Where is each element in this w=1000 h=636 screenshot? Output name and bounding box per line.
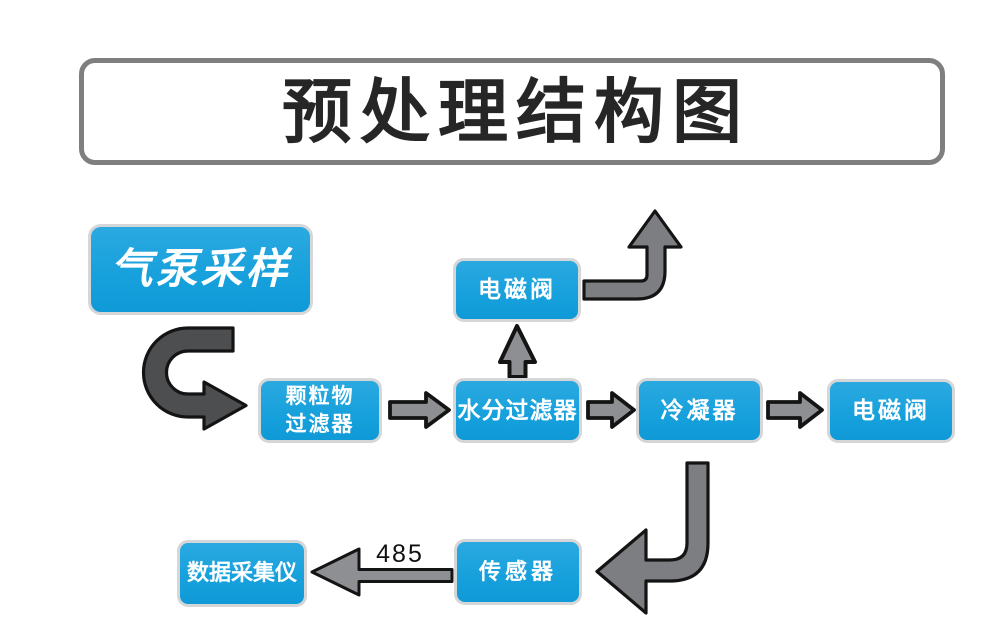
node-sensor: 传感器 [454, 539, 582, 605]
node-label: 水分过滤器 [457, 396, 578, 423]
arrow-sensor-to-collector-icon [310, 547, 454, 597]
node-solenoid-valve-top: 电磁阀 [453, 258, 581, 322]
node-label-line1: 颗粒物 [285, 385, 355, 409]
rs485-link-label: 485 [376, 540, 424, 568]
node-air-pump-sampling: 气泵采样 [88, 224, 313, 315]
node-data-collector: 数据采集仪 [177, 540, 307, 607]
arrow-pump-to-particulate-icon [141, 326, 248, 431]
node-label: 冷凝器 [660, 396, 739, 423]
page-title: 预处理结构图 [282, 72, 750, 151]
node-condenser: 冷凝器 [636, 378, 763, 443]
node-solenoid-valve-right: 电磁阀 [827, 379, 955, 443]
arrow-moisture-to-solenoid-icon [498, 324, 537, 379]
node-label-line2: 过滤器 [285, 412, 355, 436]
node-label: 传感器 [478, 558, 557, 584]
arrow-condenser-to-solenoid-icon [766, 391, 824, 429]
node-moisture-filter: 水分过滤器 [453, 378, 582, 443]
node-label: 电磁阀 [478, 276, 556, 303]
arrow-solenoid-exhaust-icon [582, 209, 683, 301]
node-particulate-filter: 颗粒物 过滤器 [258, 378, 382, 443]
arrow-condenser-to-sensor-icon [595, 461, 710, 615]
node-label: 气泵采样 [110, 245, 291, 293]
arrow-moisture-to-condenser-icon [586, 391, 636, 429]
diagram-title-box: 预处理结构图 [79, 58, 945, 165]
node-label: 数据采集仪 [186, 560, 297, 586]
node-label: 电磁阀 [852, 397, 930, 424]
arrow-particulate-to-moisture-icon [388, 391, 451, 429]
